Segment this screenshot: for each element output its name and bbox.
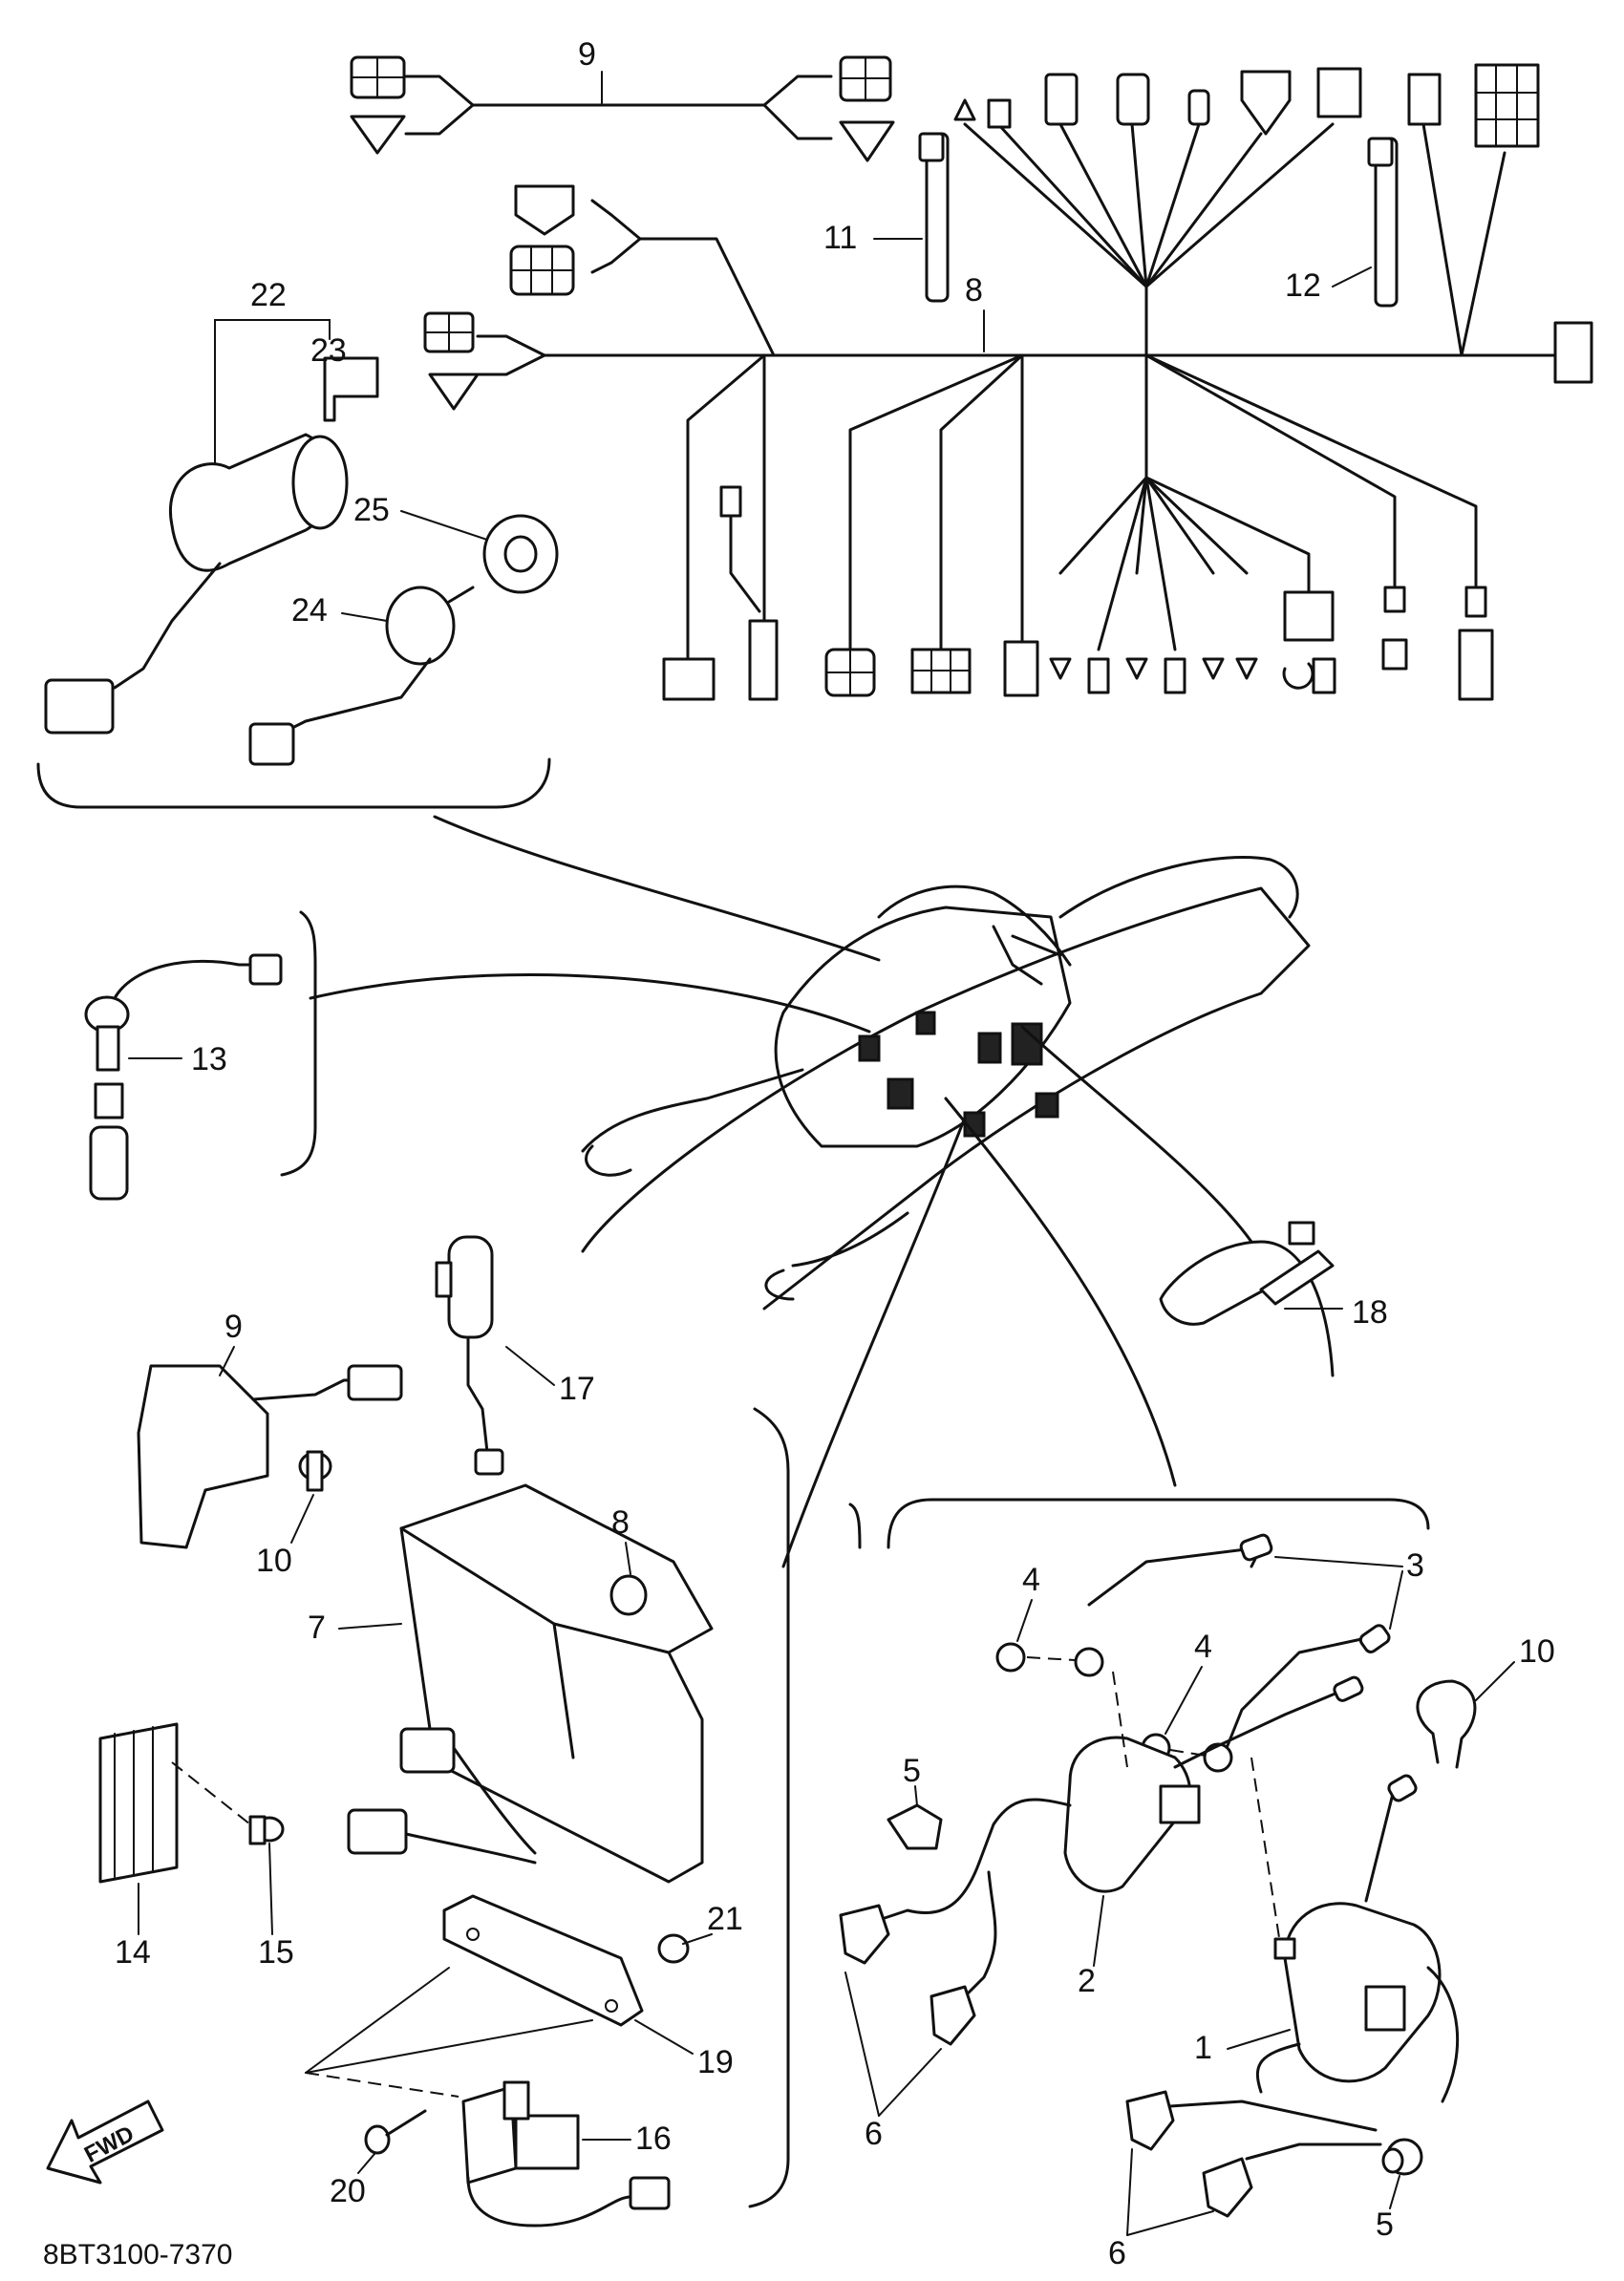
fwd-arrow-icon: FWD	[46, 2100, 164, 2185]
bracket-22[interactable]	[442, 1894, 644, 2027]
callout-18: 15	[258, 1934, 294, 1971]
callout-12: 9	[578, 36, 596, 73]
callout-21: 18	[1352, 1294, 1388, 1331]
grommet-24[interactable]	[657, 1933, 690, 1964]
callout-20: 17	[559, 1371, 595, 1407]
callout-27: 24	[291, 592, 328, 629]
spark-plug-cap-6b[interactable]	[1125, 2090, 1382, 2218]
cable-tie-14[interactable]	[918, 132, 950, 303]
snowmobile-overview	[581, 856, 1311, 1311]
callout-16: 13	[191, 1041, 227, 1077]
callout-22: 19	[697, 2044, 734, 2080]
callout-1: 1	[1194, 2030, 1212, 2066]
relay-19[interactable]	[461, 2080, 671, 2228]
nut-28[interactable]	[482, 514, 559, 594]
bolt-18[interactable]	[248, 1815, 285, 1845]
callout-13: 10	[1519, 1633, 1555, 1670]
clip-13[interactable]	[1416, 1679, 1477, 1769]
callout-6a: 6	[865, 2116, 883, 2152]
nut-8[interactable]	[609, 1574, 648, 1616]
cover-9[interactable]	[137, 1364, 403, 1549]
leader-left-group	[781, 1116, 967, 1568]
leader-right-group	[944, 1097, 1177, 1487]
callout-7: 7	[308, 1609, 326, 1646]
callout-25: 22	[250, 277, 287, 313]
plug-cap-5a[interactable]	[887, 1803, 943, 1850]
sub-harness-12[interactable]	[350, 55, 895, 162]
callout-4a: 4	[1022, 1562, 1040, 1598]
ignition-coil-2[interactable]	[977, 1675, 1364, 1893]
callout-8: 8	[611, 1504, 630, 1541]
regulator-17[interactable]	[98, 1722, 179, 1884]
plug-cap-5b[interactable]	[1381, 2138, 1423, 2176]
screw-23[interactable]	[364, 2109, 427, 2155]
callout-17: 14	[115, 1934, 151, 1971]
callout-9: 9	[224, 1309, 243, 1345]
callout-5a: 5	[903, 1753, 921, 1789]
callout-4b: 4	[1194, 1629, 1212, 1665]
leader-16	[309, 973, 871, 1034]
callout-19: 16	[635, 2121, 672, 2157]
switch-27[interactable]	[248, 586, 475, 766]
leader-21	[1020, 1025, 1253, 1244]
callout-23: 20	[330, 2173, 366, 2209]
ignition-coil-1[interactable]	[1255, 1774, 1460, 2103]
callout-6b: 6	[1108, 2235, 1126, 2271]
callout-15: 12	[1285, 267, 1321, 304]
band-21[interactable]	[1159, 1221, 1335, 1377]
high-tension-cord-3[interactable]	[1087, 1533, 1391, 1759]
terminal-4a[interactable]	[995, 1642, 1104, 1677]
callout-2: 2	[1078, 1963, 1096, 1999]
callout-24: 21	[707, 1901, 743, 1937]
callout-5b: 5	[1376, 2206, 1394, 2243]
callout-26: 23	[310, 332, 347, 369]
bolt-10[interactable]	[298, 1450, 332, 1492]
cdi-unit-7[interactable]	[347, 1483, 714, 1884]
spark-plug-cap-6a[interactable]	[839, 1861, 997, 2046]
callout-28: 25	[353, 492, 390, 528]
diagram-code: 8BT3100-7370	[43, 2239, 233, 2270]
main-switch-assembly-25[interactable]	[44, 433, 349, 735]
callout-11: 8	[965, 272, 983, 309]
callout-10: 10	[256, 1543, 292, 1579]
switch-16[interactable]	[84, 953, 283, 1201]
capacitor-20[interactable]	[435, 1235, 504, 1476]
lock-plate-26[interactable]	[323, 356, 379, 422]
leader-top-left	[433, 815, 881, 962]
callout-3: 3	[1406, 1547, 1424, 1584]
callout-14: 11	[823, 220, 857, 256]
cable-tie-15[interactable]	[1367, 137, 1399, 308]
wire-harness-11[interactable]	[423, 63, 1593, 701]
